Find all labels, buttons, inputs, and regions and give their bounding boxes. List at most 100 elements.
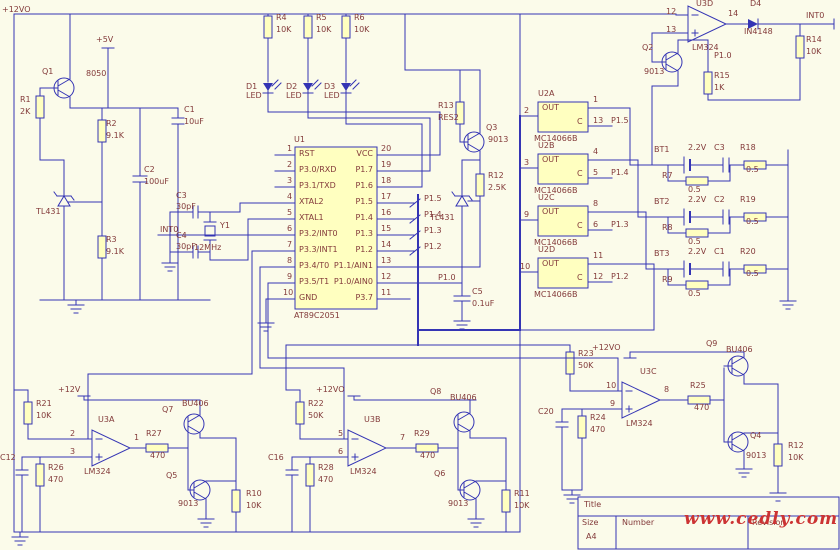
schematic-label: TL431 xyxy=(36,207,61,216)
schematic-label: LM324 xyxy=(84,467,111,476)
schematic-label: R24 xyxy=(590,413,606,422)
schematic-label: GND xyxy=(299,293,318,302)
schematic-label: P1.3 xyxy=(355,229,373,238)
schematic-label: 12MHz xyxy=(194,243,222,252)
schematic-label: XTAL1 xyxy=(299,213,324,222)
schematic-label: P1.0/AIN0 xyxy=(333,277,373,286)
schematic-label: 50K xyxy=(578,361,594,370)
schematic-label: P3.0/RXD xyxy=(299,165,337,174)
schematic-label: U3A xyxy=(98,415,115,424)
schematic-label: 12 xyxy=(593,272,604,281)
schematic-label: 1 xyxy=(593,95,599,104)
wires-power-regulator xyxy=(13,13,677,533)
schematic-label: 11 xyxy=(381,288,392,297)
schematic-label: LED xyxy=(324,91,340,100)
u2d-switch-body xyxy=(537,257,589,289)
u2b-switch-body xyxy=(537,153,589,185)
schematic-label: R6 xyxy=(354,13,365,22)
schematic-label: 11 xyxy=(593,251,604,260)
schematic-label: OUT xyxy=(542,103,560,112)
schematic-label: 6 xyxy=(287,224,293,233)
opamp-u3a-symbol xyxy=(91,429,131,467)
schematic-label: P1.4 xyxy=(424,210,442,219)
wires-comparator-d4 xyxy=(651,13,835,166)
schematic-label: 20 xyxy=(381,144,392,153)
schematic-label: C2 xyxy=(144,165,155,174)
schematic-label: 10K xyxy=(806,47,822,56)
opamp-u3c-symbol xyxy=(621,381,661,419)
schematic-label: P1.4 xyxy=(611,168,629,177)
schematic-label: Q3 xyxy=(486,123,498,132)
schematic-label: TL431 xyxy=(430,213,455,222)
schematic-label: U2B xyxy=(538,141,555,150)
schematic-label: BU406 xyxy=(450,393,477,402)
schematic-label: 5 xyxy=(338,429,344,438)
schematic-label: Q7 xyxy=(162,405,174,414)
schematic-label: 30pF xyxy=(176,202,196,211)
schematic-label: R5 xyxy=(316,13,327,22)
schematic-label: MC14066B xyxy=(534,290,578,299)
schematic-label: P1.7 xyxy=(355,165,373,174)
schematic-label: INT0 xyxy=(160,225,179,234)
schematic-label: 2.5K xyxy=(488,183,506,192)
schematic-label: C1 xyxy=(184,105,195,114)
schematic-label: P1.0 xyxy=(714,51,732,60)
schematic-label: C3 xyxy=(714,143,725,152)
wires-amp-b xyxy=(285,344,507,533)
schematic-label: P1.3 xyxy=(424,226,442,235)
schematic-label: R15 xyxy=(714,71,730,80)
schematic-label: P1.5 xyxy=(611,116,629,125)
schematic-label: U2A xyxy=(538,89,555,98)
schematic-label: 0.1uF xyxy=(472,299,495,308)
schematic-label: R21 xyxy=(36,399,52,408)
schematic-label: LM324 xyxy=(692,43,719,52)
schematic-label: U3D xyxy=(696,0,714,8)
ground-symbol xyxy=(67,299,85,314)
schematic-label: 10K xyxy=(354,25,370,34)
schematic-label: 10K xyxy=(246,501,262,510)
schematic-label: 10K xyxy=(788,453,804,462)
schematic-label: BU406 xyxy=(182,399,209,408)
schematic-label: R12 xyxy=(788,441,804,450)
schematic-label: U2C xyxy=(538,193,555,202)
schematic-label: BT1 xyxy=(654,145,670,154)
schematic-label: 5 xyxy=(287,208,293,217)
schematic-label: 14 xyxy=(381,240,392,249)
schematic-label: 13 xyxy=(666,25,677,34)
schematic-label: P1.2 xyxy=(355,245,373,254)
schematic-label: C4 xyxy=(176,231,187,240)
schematic-label: 0.5 xyxy=(746,165,759,174)
schematic-label: R19 xyxy=(740,195,756,204)
schematic-label: P3.7 xyxy=(355,293,373,302)
schematic-label: 2K xyxy=(20,107,31,116)
schematic-label: 5 xyxy=(593,168,599,177)
u1-mcu-body xyxy=(294,146,378,310)
titleblock-size-value: A4 xyxy=(586,532,597,541)
schematic-label: 2 xyxy=(524,106,530,115)
schematic-label: 2 xyxy=(287,160,293,169)
schematic-label: C xyxy=(577,273,583,282)
npn-transistor-q8-symbol xyxy=(453,411,475,433)
schematic-label: R7 xyxy=(662,171,673,180)
schematic-label: 0.5 xyxy=(688,289,701,298)
schematic-label: R8 xyxy=(662,223,673,232)
ground-symbol xyxy=(769,487,787,502)
led-d1-symbol xyxy=(262,79,282,97)
schematic-label: C xyxy=(577,169,583,178)
wires-u1-pins xyxy=(274,154,481,300)
schematic-label: RES2 xyxy=(438,113,459,122)
schematic-label: 10K xyxy=(316,25,332,34)
schematic-label: D2 xyxy=(286,82,298,91)
schematic-label: OUT xyxy=(542,207,560,216)
capacitor-plates xyxy=(15,117,730,476)
titleblock-title-label: Title xyxy=(584,500,602,509)
schematic-label: +12V xyxy=(58,385,81,394)
schematic-label: +12VO xyxy=(316,385,345,394)
schematic-label: 10 xyxy=(606,381,617,390)
schematic-label: 10K xyxy=(36,411,52,420)
crystal-y1-symbol xyxy=(203,221,217,241)
schematic-label: P3.1/TXD xyxy=(299,181,336,190)
schematic-label: 6 xyxy=(593,220,599,229)
wires-crystal-int xyxy=(87,202,619,440)
schematic-label: 1 xyxy=(134,433,140,442)
